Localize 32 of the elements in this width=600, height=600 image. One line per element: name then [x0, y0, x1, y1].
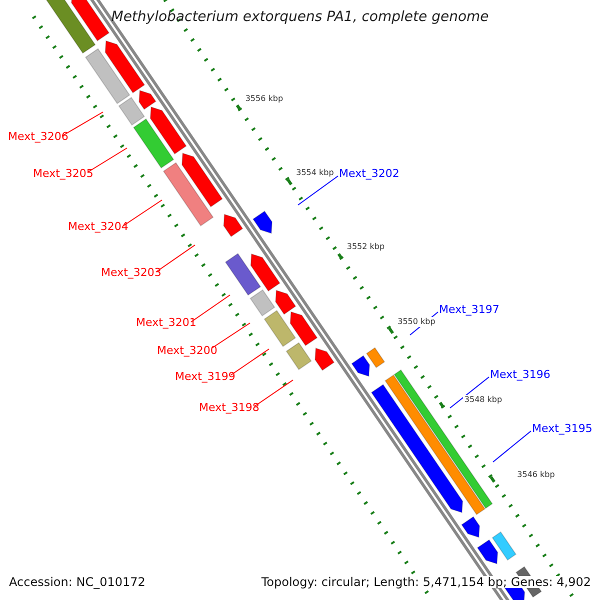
- gene-label: Mext_3201: [136, 317, 196, 328]
- scale-label: 3552 kbp: [346, 242, 386, 252]
- leader-line: [492, 430, 532, 462]
- scale-label: 3546 kbp: [516, 470, 556, 480]
- gene-label: Mext_3205: [33, 168, 94, 179]
- gene-label: Mext_3204: [68, 221, 128, 232]
- scale-label: 3550 kbp: [396, 316, 436, 327]
- leader-line: [156, 244, 196, 272]
- scale-label: 3554 kbp: [295, 168, 335, 178]
- gene-label: Mext_3199: [175, 371, 236, 382]
- leader-line: [190, 294, 230, 322]
- gene-label: Mext_3197: [439, 304, 500, 315]
- map-title: Methylobacterium extorquens PA1, complete genome: [110, 10, 490, 24]
- gene-label: Mext_3202: [339, 168, 400, 179]
- scale-label: 3556 kbp: [244, 94, 284, 104]
- gene-label: Mext_3198: [199, 402, 260, 413]
- leader-line: [122, 200, 162, 226]
- leader-line: [298, 176, 338, 206]
- gene-label: Mext_3196: [490, 369, 550, 380]
- accession-label: Accession: NC_010172: [9, 576, 146, 588]
- gene-label: Mext_3203: [101, 267, 162, 278]
- leader-line: [230, 348, 270, 376]
- leader-line: [450, 376, 490, 408]
- leader-line: [88, 148, 128, 172]
- gene-label: Mext_3206: [8, 131, 68, 142]
- genome-info: Topology: circular; Length: 5,471,154 bp; Genes: 4,902: [261, 576, 591, 588]
- leader-line: [212, 322, 250, 348]
- gene-label: Mext_3200: [157, 345, 218, 356]
- leader-line: [254, 380, 294, 406]
- gene-label: Mext_3195: [532, 423, 592, 434]
- leader-line: [62, 112, 104, 136]
- scale-label: 3548 kbp: [463, 395, 504, 406]
